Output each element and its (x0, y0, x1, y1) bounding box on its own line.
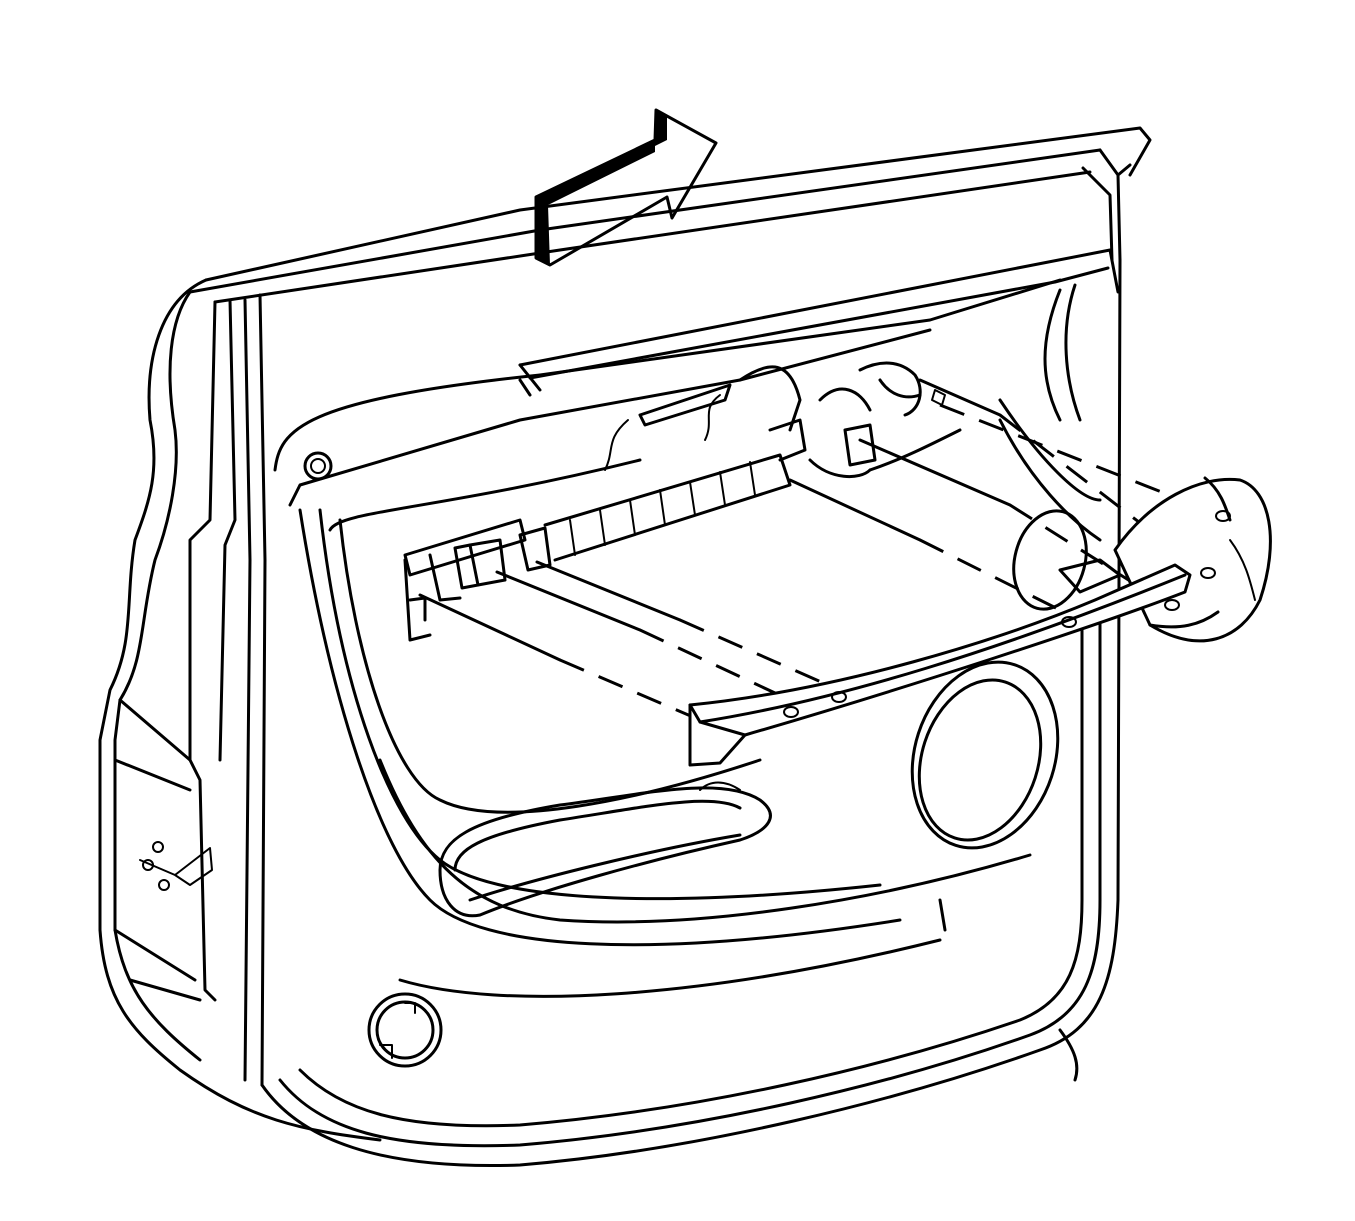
switch-mount-area (403, 361, 962, 642)
trim-panel (273, 278, 1102, 1068)
alignment-lines (418, 378, 1216, 722)
door-lower-contour (260, 258, 1122, 1168)
screw-hole-icon (783, 510, 1231, 718)
switch-bezel-part (688, 476, 1272, 767)
door-outer-frame (98, 126, 1152, 1142)
